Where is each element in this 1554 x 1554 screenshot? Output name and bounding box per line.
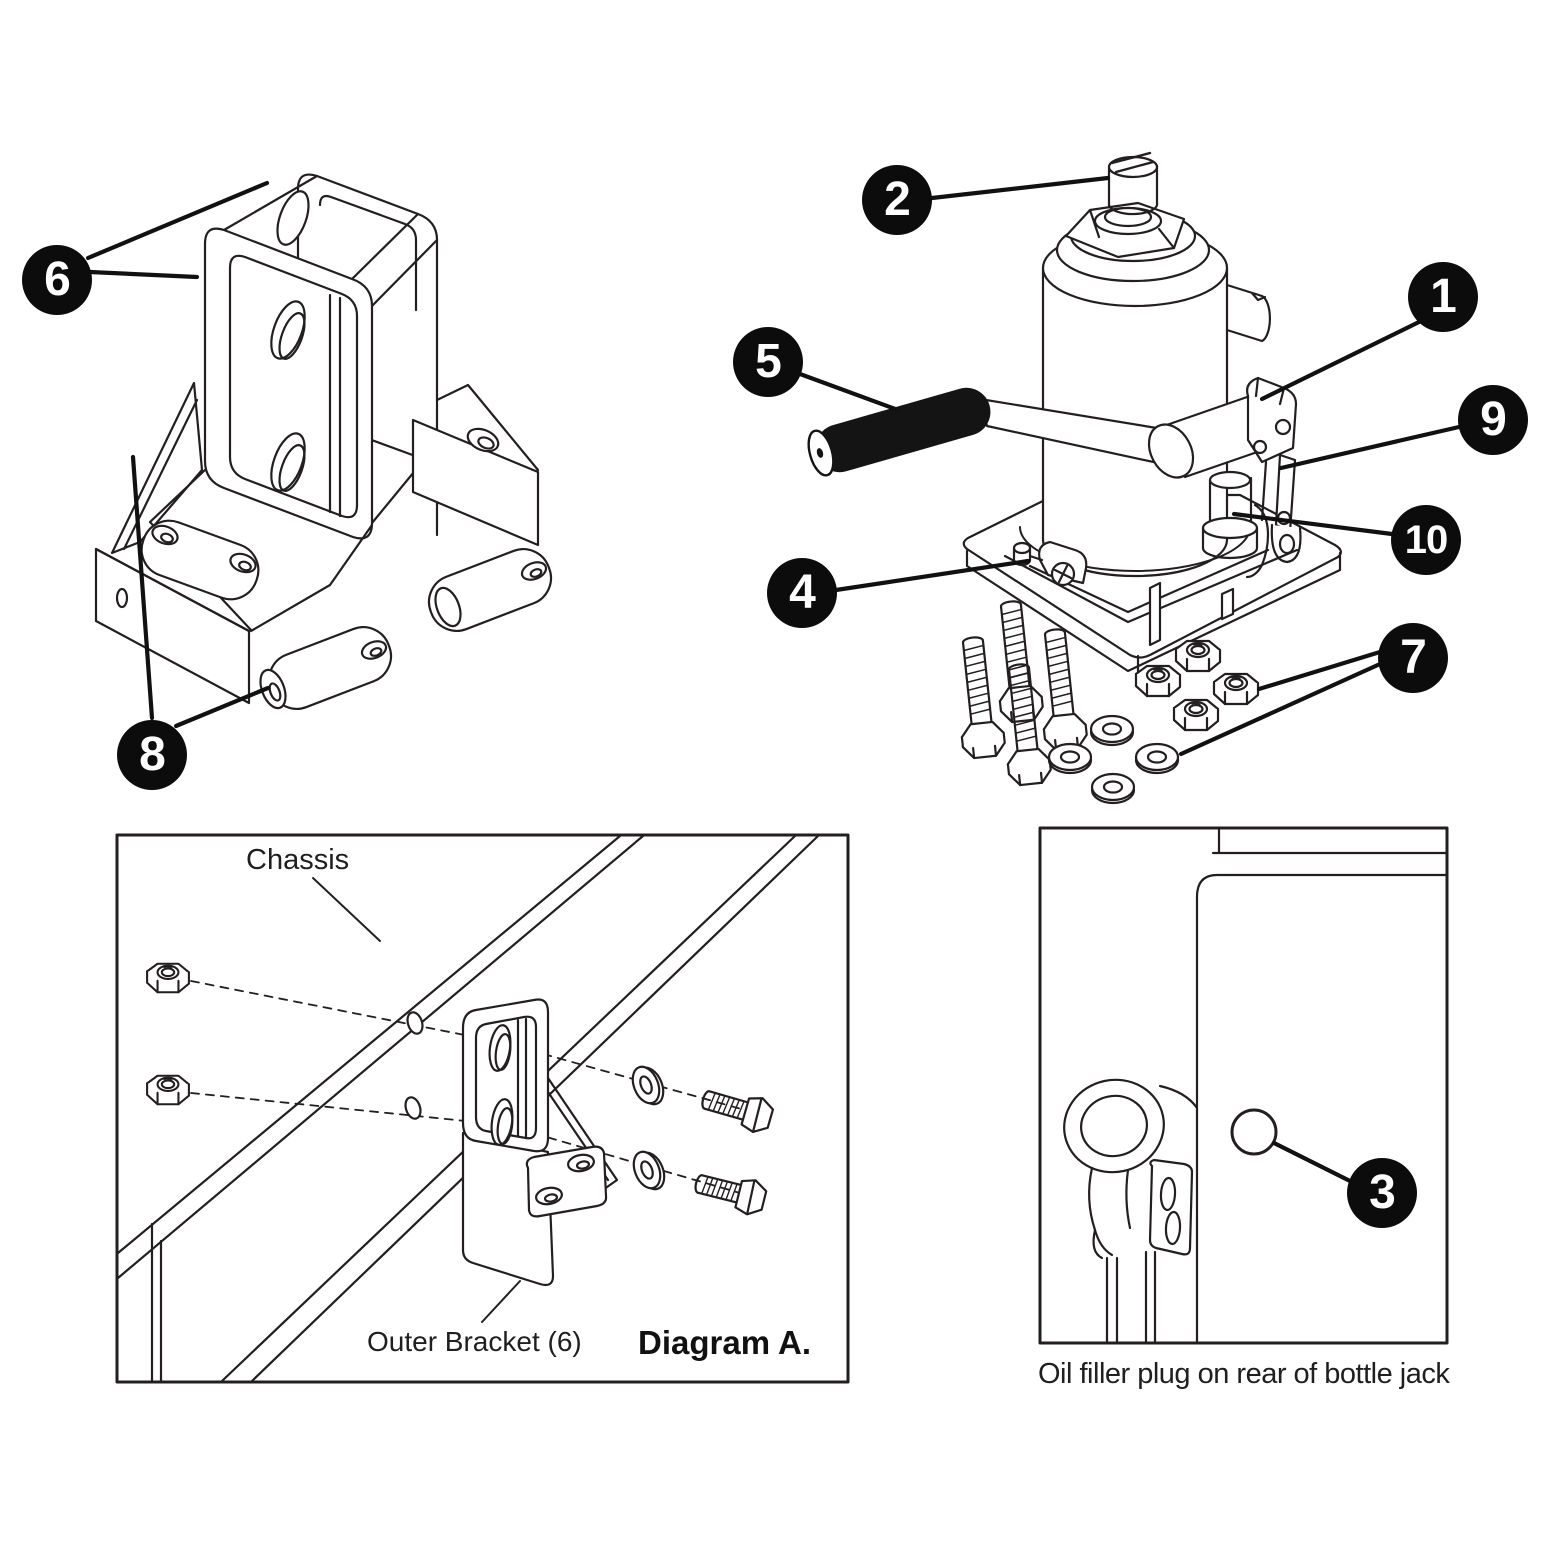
callout-4-number: 4 <box>789 566 816 619</box>
callout-9: 9 <box>1458 385 1528 455</box>
callout-3-number: 3 <box>1369 1166 1396 1219</box>
diagram-a-title: Diagram A. <box>638 1324 811 1361</box>
callout-10-number: 10 <box>1404 518 1448 562</box>
callout-3: 3 <box>1347 1158 1417 1228</box>
callout-7-number: 7 <box>1400 631 1427 684</box>
callout-8-number: 8 <box>139 728 166 781</box>
callout-1-number: 1 <box>1430 270 1457 323</box>
callout-5-number: 5 <box>755 335 782 388</box>
callout-7: 7 <box>1378 623 1448 693</box>
oil-filler-plug <box>1230 1108 1278 1156</box>
callout-6-number: 6 <box>44 253 71 306</box>
callout-8: 8 <box>117 720 187 790</box>
callout-1: 1 <box>1408 262 1478 332</box>
callout-4: 4 <box>767 558 837 628</box>
callout-2-number: 2 <box>884 173 911 226</box>
callout-5: 5 <box>733 327 803 397</box>
chassis-label: Chassis <box>246 844 350 876</box>
callout-2: 2 <box>862 165 932 235</box>
oil-plug-caption: Oil filler plug on rear of bottle jack <box>1038 1358 1450 1390</box>
callout-9-number: 9 <box>1480 393 1507 446</box>
callout-6: 6 <box>22 245 92 315</box>
outer-bracket-label: Outer Bracket (6) <box>367 1326 582 1357</box>
oil-plug-panel-drawing <box>1038 826 1449 1345</box>
bottle-jack-drawing <box>807 151 1342 675</box>
callout-10: 10 <box>1391 505 1461 575</box>
callout-leader-lines <box>85 175 1462 1184</box>
mounting-bracket-assembly-drawing <box>94 173 553 710</box>
diagram-a-panel-drawing <box>115 833 850 1384</box>
